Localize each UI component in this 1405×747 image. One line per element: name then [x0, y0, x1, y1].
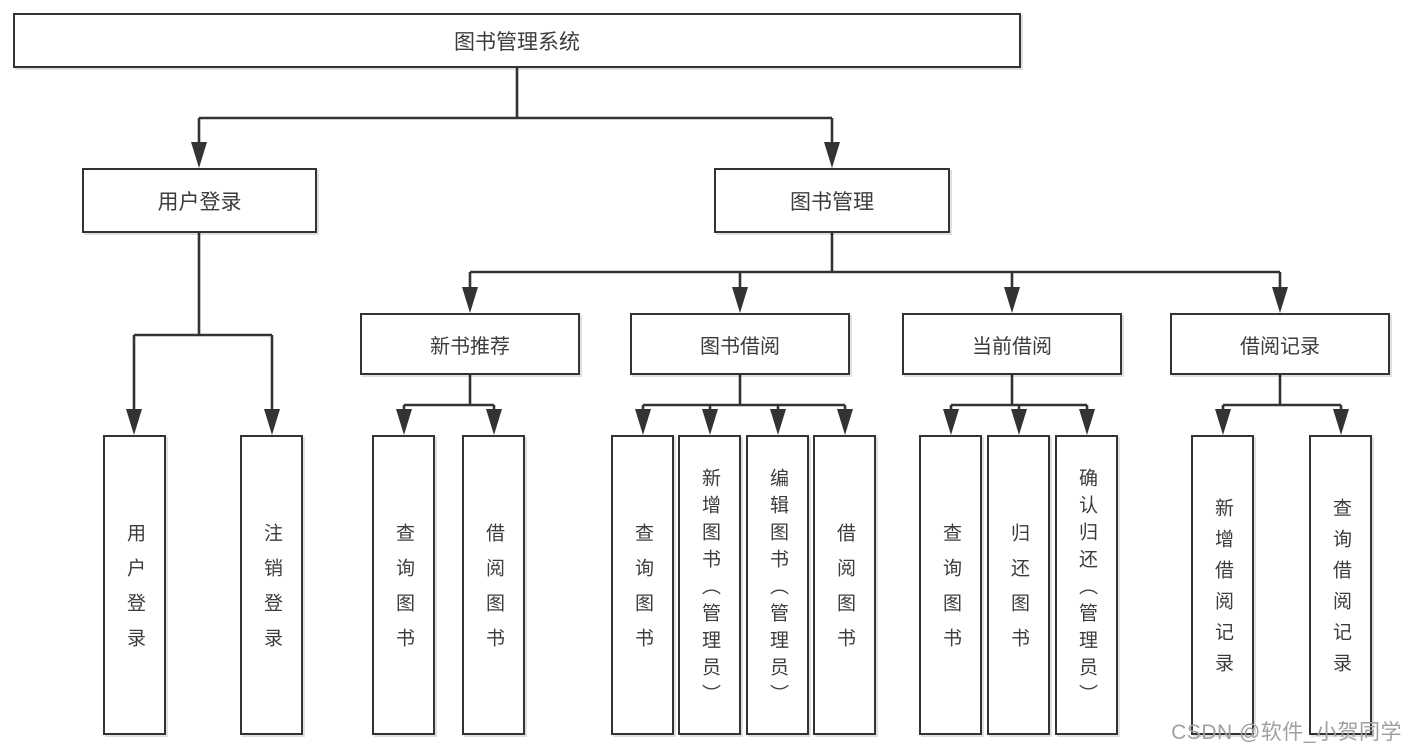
leaf-label: 确认归还（管理员） [1076, 467, 1097, 711]
leaf-label: 新增借阅记录 [1212, 498, 1233, 684]
leaf-query-books-borrowing: 查询图书 [611, 435, 674, 735]
node-user-login: 用户登录 [82, 168, 317, 233]
node-library-management-system: 图书管理系统 [13, 13, 1021, 68]
node-new-book-recommendation: 新书推荐 [360, 313, 580, 375]
leaf-confirm-return-admin: 确认归还（管理员） [1055, 435, 1118, 735]
leaf-label: 查询图书 [393, 523, 414, 663]
node-label: 借阅记录 [1240, 335, 1320, 358]
node-label: 当前借阅 [972, 335, 1052, 358]
leaf-label: 查询图书 [940, 523, 961, 663]
leaf-label: 查询借阅记录 [1330, 498, 1351, 684]
leaf-label: 借阅图书 [834, 523, 855, 663]
node-current-borrowing: 当前借阅 [902, 313, 1122, 375]
node-label: 图书管理系统 [454, 30, 580, 54]
leaf-query-books-recommend: 查询图书 [372, 435, 435, 735]
node-label: 新书推荐 [430, 335, 510, 358]
leaf-label: 借阅图书 [483, 523, 504, 663]
node-label: 图书管理 [790, 190, 874, 214]
leaf-logout: 注销登录 [240, 435, 303, 735]
arrowheads [126, 142, 1349, 435]
leaf-label: 注销登录 [261, 523, 282, 663]
node-label: 用户登录 [157, 190, 242, 214]
leaf-borrow-books-recommend: 借阅图书 [462, 435, 525, 735]
leaf-label: 归还图书 [1008, 523, 1029, 663]
leaf-label: 查询图书 [632, 523, 653, 663]
leaf-label: 新增图书（管理员） [699, 467, 720, 711]
connector-paths [132, 68, 1343, 409]
node-borrowing-records: 借阅记录 [1170, 313, 1390, 375]
leaf-borrow-books-borrowing: 借阅图书 [813, 435, 876, 735]
leaf-query-borrow-record: 查询借阅记录 [1309, 435, 1372, 735]
leaf-add-borrow-record: 新增借阅记录 [1191, 435, 1254, 735]
leaf-return-books: 归还图书 [987, 435, 1050, 735]
node-book-management: 图书管理 [714, 168, 950, 233]
csdn-watermark: CSDN @软件_小贺同学 [1171, 721, 1402, 744]
leaf-label: 用户登录 [124, 523, 145, 663]
node-book-borrowing: 图书借阅 [630, 313, 850, 375]
leaf-add-book-admin: 新增图书（管理员） [678, 435, 741, 735]
leaf-label: 编辑图书（管理员） [767, 467, 788, 711]
node-label: 图书借阅 [700, 335, 780, 358]
leaf-query-books-current: 查询图书 [919, 435, 982, 735]
leaf-edit-book-admin: 编辑图书（管理员） [746, 435, 809, 735]
leaf-user-login: 用户登录 [103, 435, 166, 735]
